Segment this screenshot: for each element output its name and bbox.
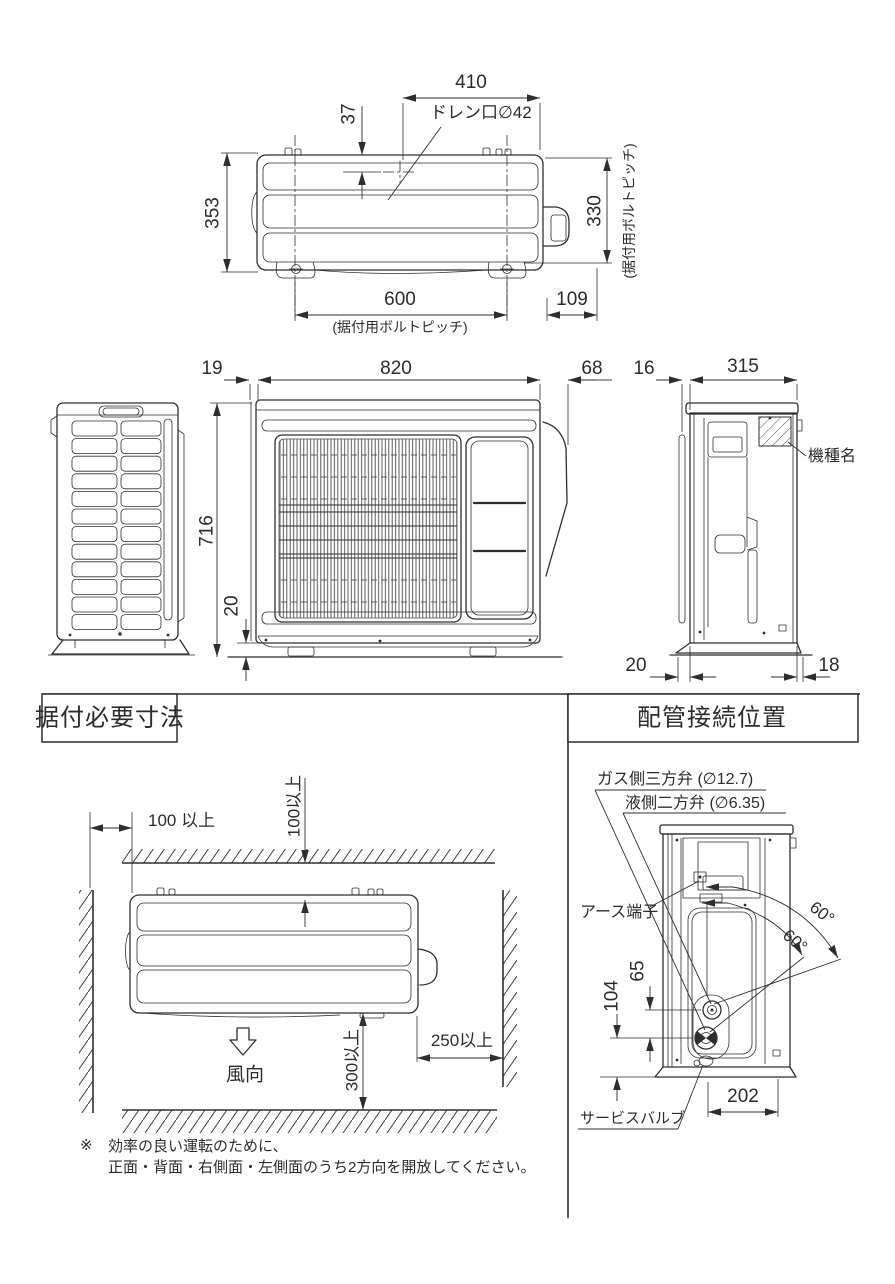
back-view <box>48 402 195 656</box>
service-valve-label: サービスバルブ <box>580 1109 685 1127</box>
front-view-base-pan <box>257 635 539 648</box>
install-unit-plan <box>125 887 438 1019</box>
valve-cluster <box>692 994 730 1067</box>
liquid-valve-leader <box>622 812 712 1005</box>
back-view-base <box>51 639 190 655</box>
top-view-right-handle <box>542 206 570 247</box>
clearance-top-label: 100以上 <box>285 775 304 837</box>
dim-109: 109 <box>556 289 588 310</box>
front-view-service-panel <box>465 436 534 620</box>
top-view-unit-body <box>256 154 544 271</box>
front-view-side-flap <box>542 421 568 577</box>
gas-valve-leader <box>594 789 706 1031</box>
front-view-foot-right <box>469 646 497 657</box>
side-view-base <box>675 642 802 654</box>
piping-unit-view <box>654 824 797 1078</box>
dim-37: 37 <box>339 103 360 124</box>
dim-410: 410 <box>455 72 487 93</box>
back-view-body <box>56 402 179 641</box>
dim-820: 820 <box>380 358 412 379</box>
clearance-right-label: 250以上 <box>431 1031 493 1050</box>
front-view-body <box>255 399 541 644</box>
side-view-handle <box>714 534 746 554</box>
liquid-valve-label: 液側二方弁 (∅6.35) <box>625 794 765 812</box>
front-view-foot-left <box>287 646 315 657</box>
bolt-pitch-label-horizontal: (据付用ボルトピッチ) <box>332 319 467 335</box>
dim-330: 330 <box>585 195 606 227</box>
side-view-right-tab <box>796 419 803 432</box>
service-valve-port <box>698 1055 714 1067</box>
dim-16: 16 <box>633 358 654 379</box>
top-view-top-bolts <box>284 147 512 156</box>
section-headers: 据付必要寸法 配管接続位置 <box>35 693 860 1218</box>
piping-connection-diagram: ガス側三方弁 (∅12.7) 液側二方弁 (∅6.35) <box>578 770 842 1130</box>
gas-valve-label: ガス側三方弁 (∅12.7) <box>597 770 753 788</box>
dim-202: 202 <box>727 1086 759 1107</box>
earth-terminal-leader <box>647 880 700 909</box>
dim-65: 65 <box>628 960 649 981</box>
note-line-2: 正面・背面・右側面・左側面のうち2方向を開放してください。 <box>108 1159 535 1176</box>
model-name-leader <box>787 441 807 457</box>
wall-left <box>79 890 93 1113</box>
model-name-plate <box>758 416 792 447</box>
back-view-left-tab <box>50 415 58 438</box>
clearance-left-label: 100 以上 <box>148 811 215 830</box>
install-section-title: 据付必要寸法 <box>35 705 185 732</box>
top-view-left-bump <box>251 191 258 234</box>
clearance-bottom-label: 300以上 <box>343 1029 362 1091</box>
bolt-pitch-label-vertical: (据付用ボルトピッチ) <box>621 143 637 278</box>
earth-terminal-label: アース端子 <box>580 903 658 921</box>
drain-leader-line <box>387 126 442 201</box>
top-view-feet <box>275 261 527 279</box>
dim-600: 600 <box>384 289 416 310</box>
angle-60-inner: 60° <box>779 925 811 956</box>
dim-315: 315 <box>727 356 759 377</box>
dim-18: 18 <box>818 655 839 676</box>
swing-angle-arcs: 60° 60° <box>702 883 842 1033</box>
back-view-side-slot <box>163 418 173 621</box>
dim-20-side: 20 <box>625 655 646 676</box>
model-name-label: 機種名 <box>808 447 856 465</box>
dim-68: 68 <box>581 358 602 379</box>
dim-19: 19 <box>201 358 222 379</box>
side-view-back-strip <box>678 434 686 624</box>
earth-terminal <box>693 871 707 883</box>
drain-port-mark <box>383 161 417 184</box>
side-view: 機種名 16 315 20 18 <box>625 356 856 682</box>
back-view-handle <box>98 405 144 418</box>
wind-direction-label: 風向 <box>226 1064 264 1086</box>
wind-direction-arrow-icon <box>229 1027 257 1056</box>
back-view-vent-grid <box>71 420 162 630</box>
piping-section-title-box <box>567 693 859 743</box>
install-section-title-box <box>41 693 178 743</box>
dim-20-front: 20 <box>222 595 243 616</box>
wall-bottom <box>122 1110 497 1133</box>
front-view-grille <box>274 434 462 623</box>
service-valve-leader <box>677 1064 704 1130</box>
front-view: 19 820 68 716 20 <box>197 358 612 681</box>
top-view: 410 37 ドレン口∅42 353 330 (据付用ボルトピッチ) 600 (… <box>203 72 638 335</box>
install-clearance-diagram: 風向 100 以上 100以上 300以上 250以上 ※ 効率の良い運転のため… <box>79 775 535 1176</box>
piping-section-title: 配管接続位置 <box>637 705 787 732</box>
note-mark: ※ <box>80 1137 93 1154</box>
dim-353: 353 <box>203 197 224 229</box>
piping-unit-base <box>654 1066 797 1078</box>
wall-right <box>503 890 517 1087</box>
side-view-body <box>689 412 798 644</box>
note-line-1: 効率の良い運転のために、 <box>108 1138 288 1155</box>
drain-label: ドレン口∅42 <box>430 103 532 122</box>
dim-104: 104 <box>602 980 623 1012</box>
wall-top <box>122 849 495 863</box>
dim-716: 716 <box>197 515 218 547</box>
